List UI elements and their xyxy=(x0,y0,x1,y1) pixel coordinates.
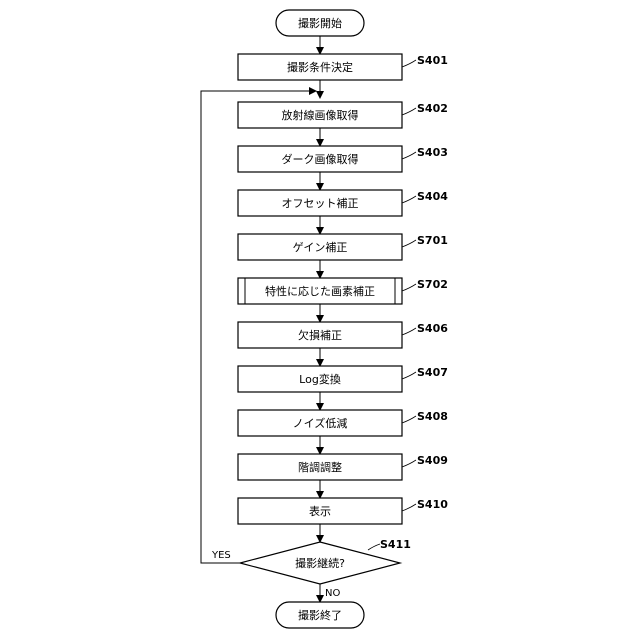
svg-text:Log変換: Log変換 xyxy=(299,372,341,386)
step-S702: 特性に応じた画素補正 S702 xyxy=(238,278,448,304)
step-id-S701: S701 xyxy=(417,234,448,247)
end-label: 撮影終了 xyxy=(298,608,342,622)
step-S408: ノイズ低減 S408 xyxy=(238,410,448,436)
step-id-S402: S402 xyxy=(417,102,448,115)
decision-label: 撮影継続? xyxy=(295,556,345,570)
step-S403: ダーク画像取得 S403 xyxy=(238,146,448,172)
step-id-S410: S410 xyxy=(417,498,448,511)
step-id-S411: S411 xyxy=(380,538,411,551)
step-S406: 欠損補正 S406 xyxy=(238,322,448,348)
step-S407: Log変換 S407 xyxy=(238,366,448,392)
start-label: 撮影開始 xyxy=(298,16,342,30)
svg-text:特性に応じた画素補正: 特性に応じた画素補正 xyxy=(265,284,375,298)
svg-text:ゲイン補正: ゲイン補正 xyxy=(293,241,348,254)
step-id-S403: S403 xyxy=(417,146,448,159)
step-S410: 表示 S410 xyxy=(238,498,448,524)
step-id-S406: S406 xyxy=(417,322,448,335)
svg-text:オフセット補正: オフセット補正 xyxy=(282,197,359,210)
svg-text:欠損補正: 欠損補正 xyxy=(298,328,342,342)
svg-text:撮影条件決定: 撮影条件決定 xyxy=(287,60,353,74)
decision-S411: 撮影継続? S411 YES NO xyxy=(211,538,411,599)
step-id-S404: S404 xyxy=(417,190,448,203)
step-S404: オフセット補正 S404 xyxy=(238,190,448,216)
svg-text:階調調整: 階調調整 xyxy=(298,460,342,474)
svg-text:ノイズ低減: ノイズ低減 xyxy=(293,416,348,430)
step-id-S408: S408 xyxy=(417,410,448,423)
yes-label: YES xyxy=(211,550,231,561)
svg-text:ダーク画像取得: ダーク画像取得 xyxy=(282,152,359,166)
start-terminal: 撮影開始 xyxy=(276,10,364,36)
step-id-S401: S401 xyxy=(417,54,448,67)
step-S701: ゲイン補正 S701 xyxy=(238,234,448,260)
svg-text:表示: 表示 xyxy=(309,504,331,518)
no-label: NO xyxy=(325,588,340,599)
step-S402: 放射線画像取得 S402 xyxy=(238,102,448,128)
step-id-S407: S407 xyxy=(417,366,448,379)
svg-text:放射線画像取得: 放射線画像取得 xyxy=(282,108,359,122)
step-id-S409: S409 xyxy=(417,454,448,467)
step-id-S702: S702 xyxy=(417,278,448,291)
step-S401: 撮影条件決定 S401 xyxy=(238,54,448,80)
step-S409: 階調調整 S409 xyxy=(238,454,448,480)
end-terminal: 撮影終了 xyxy=(276,602,364,628)
